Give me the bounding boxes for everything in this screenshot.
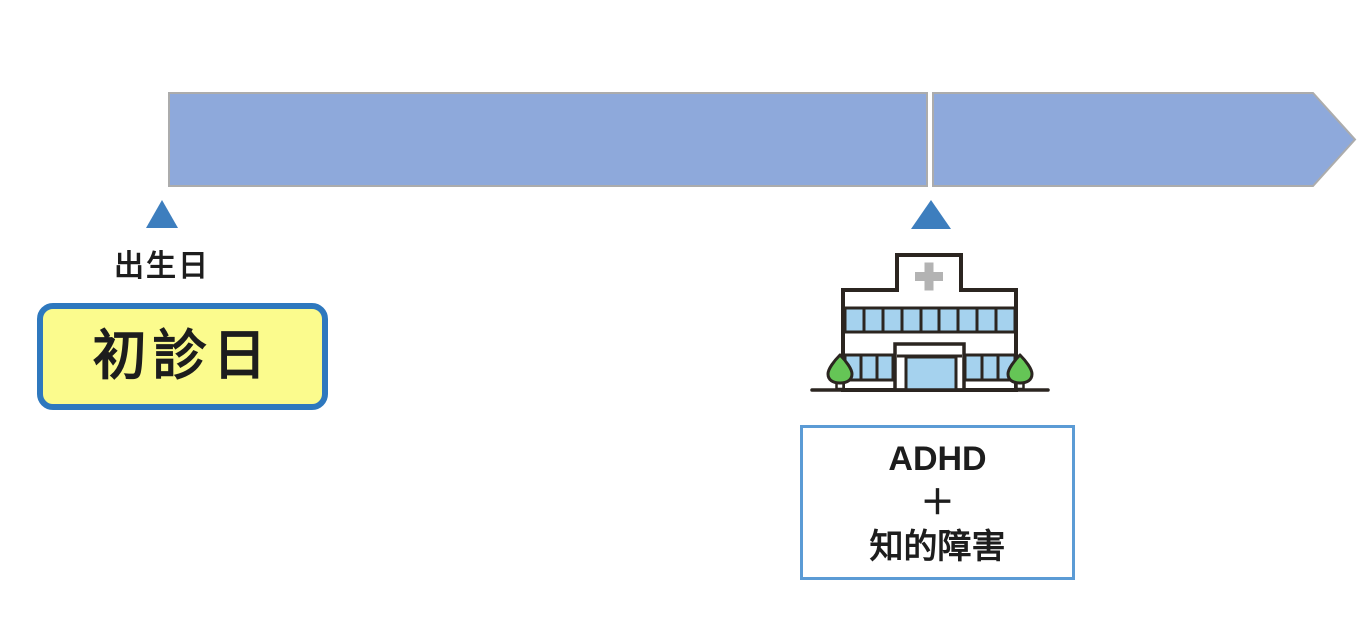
first-visit-label: 初診日	[92, 325, 273, 386]
first-visit-marker-icon	[911, 200, 951, 229]
hospital-cross-icon	[915, 262, 943, 291]
birth-date-label: 出生日	[114, 250, 210, 283]
timeline-segment-right-arrow	[932, 92, 1357, 187]
hospital-upper-windows	[843, 306, 1017, 334]
hospital-entrance	[893, 342, 966, 392]
timeline-bar	[168, 92, 1357, 187]
timeline-segment-left	[168, 92, 928, 187]
hospital-door	[904, 355, 958, 392]
first-visit-box: 初診日	[37, 303, 328, 410]
birth-date-marker-icon	[146, 200, 178, 228]
diagnosis-box: ADHD ＋ 知的障害	[800, 425, 1075, 580]
hospital-tree-left-icon	[826, 353, 854, 391]
diagnosis-line-2: 知的障害	[869, 527, 1006, 566]
diagnosis-line-1: ADHD	[888, 439, 987, 478]
hospital-icon	[810, 253, 1050, 392]
hospital-tree-right-icon	[1006, 353, 1034, 391]
diagnosis-plus: ＋	[920, 483, 955, 522]
